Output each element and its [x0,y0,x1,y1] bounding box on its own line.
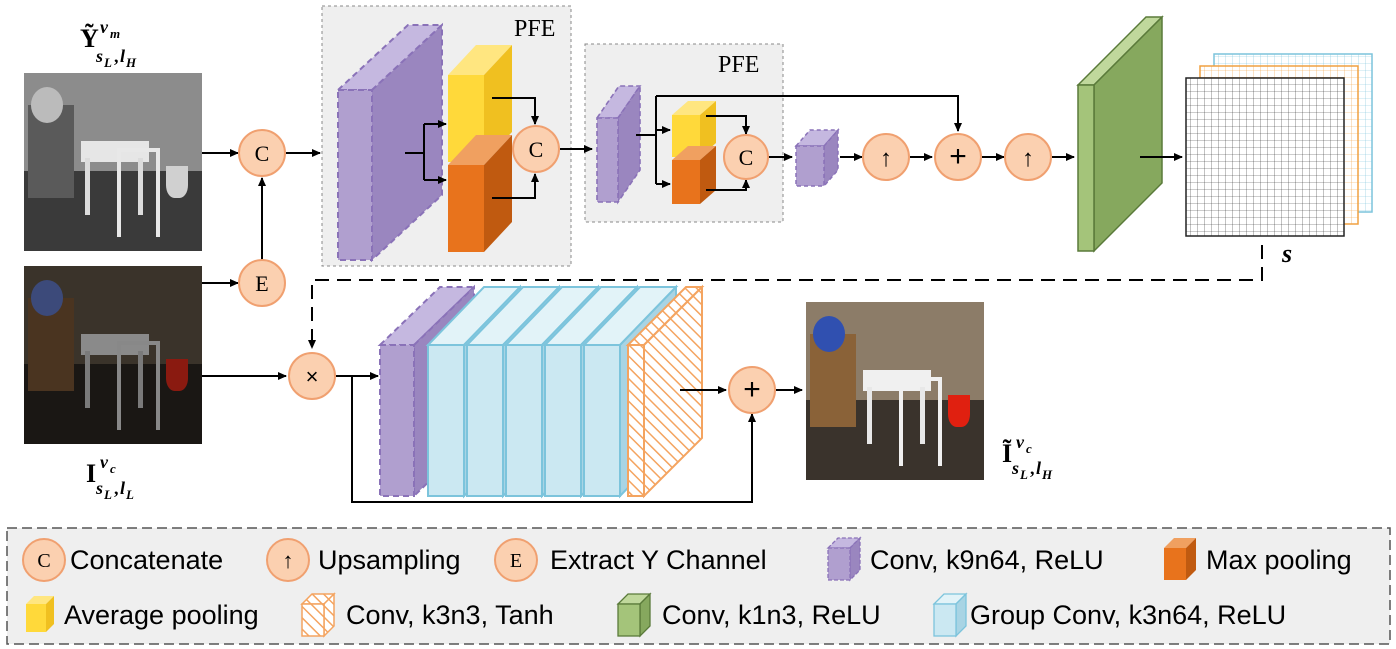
svg-text:c: c [110,461,116,476]
svg-text:Conv, k9n64, ReLU: Conv, k9n64, ReLU [870,545,1104,575]
label-i-output: Ĩ v c s L , l H [1002,432,1053,482]
svg-text:c: c [1026,441,1032,456]
svg-text:I: I [86,459,96,488]
legend-upsampling: ↑ Upsampling [266,538,461,582]
svg-text:,: , [114,46,119,66]
svg-text:Ỹ: Ỹ [80,24,99,53]
connections [202,95,1263,503]
legend-conv-k3n3: Conv, k3n3, Tanh [300,592,554,638]
legend-conv-k1n3: Conv, k1n3, ReLU [616,592,881,638]
s-grid-stack [1185,53,1373,237]
green-conv-block [1076,15,1164,253]
op-add-2: + [728,366,776,414]
svg-text:m: m [110,26,120,41]
svg-text:l: l [120,478,125,498]
op-multiply: × [288,352,336,400]
legend-group-conv: Group Conv, k3n64, ReLU [932,592,1286,638]
svg-text:Extract Y Channel: Extract Y Channel [550,545,767,575]
svg-text:L: L [103,55,112,70]
svg-text:Ĩ: Ĩ [1002,439,1012,468]
svg-text:+: + [743,373,761,406]
svg-text:C: C [255,141,270,166]
s-label: s [1281,239,1292,268]
op-concat-2: C [512,125,560,173]
svg-text:×: × [306,364,319,389]
legend-average-pooling: Average pooling [26,596,259,632]
svg-text:C: C [739,145,754,170]
svg-text:s: s [95,46,103,66]
op-concat-3: C [723,134,769,180]
label-i-input: I v c s L , l L [86,452,134,502]
svg-text:l: l [120,46,125,66]
svg-text:v: v [100,17,109,37]
svg-text:l: l [1036,458,1041,478]
op-upsample-1: ↑ [862,133,910,181]
svg-text:E: E [255,271,268,296]
svg-text:s: s [95,478,103,498]
pfe2-conv-block [595,83,642,205]
svg-text:L: L [103,487,112,502]
pfe-inner-label: PFE [718,52,759,78]
small-conv-block [794,128,840,188]
op-concat-1: C [238,129,286,177]
legend-concatenate: C Concatenate [22,538,223,582]
legend-conv-k9n64: Conv, k9n64, ReLU [826,536,1104,582]
svg-text:H: H [1041,467,1053,482]
output-image [806,302,984,480]
op-extract: E [238,259,286,307]
svg-text:Concatenate: Concatenate [70,545,223,575]
op-upsample-2: ↑ [1004,133,1052,181]
max-pool-block [448,135,512,252]
svg-text:Upsampling: Upsampling [318,545,461,575]
svg-text:Max pooling: Max pooling [1206,545,1352,575]
pfe2-max-pool-block [672,146,716,204]
input-i-image [24,266,202,444]
legend: C Concatenate ↑ Upsampling E Extract Y C… [6,527,1391,645]
svg-text:v: v [1016,432,1025,452]
svg-text:Conv, k3n3, Tanh: Conv, k3n3, Tanh [346,600,554,630]
svg-text:Conv, k1n3, ReLU: Conv, k1n3, ReLU [662,600,881,630]
svg-text:L: L [125,487,134,502]
input-y-image [24,73,202,251]
legend-extract-y: E Extract Y Channel [494,538,767,582]
svg-text:Group Conv, k3n64, ReLU: Group Conv, k3n64, ReLU [970,600,1286,630]
pfe-outer-label: PFE [514,16,555,42]
svg-text:↑: ↑ [283,548,294,573]
op-add-1: + [934,133,982,181]
svg-text:s: s [1011,458,1019,478]
svg-text:+: + [949,140,967,173]
svg-text:↑: ↑ [880,145,892,172]
svg-text:E: E [510,550,522,572]
pfe-conv-block [335,22,445,263]
svg-text:C: C [37,550,50,572]
svg-text:Average pooling: Average pooling [64,600,259,630]
svg-text:C: C [529,137,544,162]
svg-text:,: , [1030,458,1035,478]
svg-text:↑: ↑ [1022,145,1034,172]
label-y-input: Ỹ v m s L , l H [80,17,137,70]
tanh-conv-block [625,284,705,499]
svg-text:L: L [1019,467,1028,482]
legend-max-pooling: Max pooling [1164,538,1352,580]
svg-text:H: H [125,55,137,70]
svg-text:,: , [114,478,119,498]
svg-text:v: v [100,452,109,472]
